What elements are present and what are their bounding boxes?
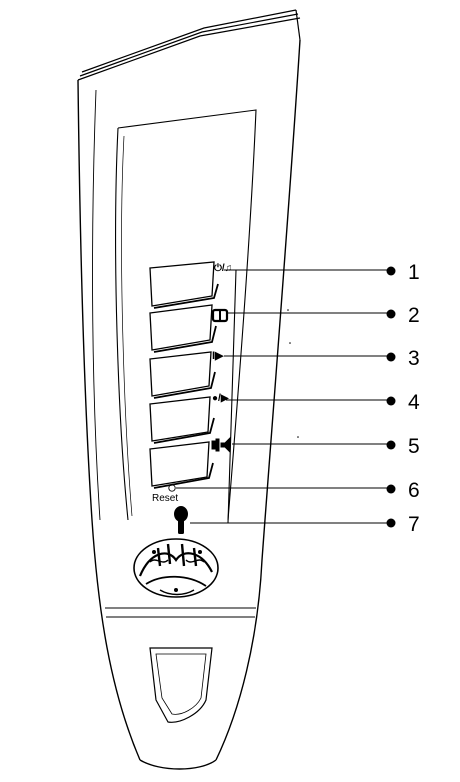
- specks: [287, 309, 299, 438]
- play-icon: I▶: [212, 350, 224, 362]
- power-music-icon: ⏻/♫: [214, 263, 233, 274]
- callout-dot-6: [386, 484, 396, 494]
- book-icon: [211, 308, 229, 323]
- callout-dot-1: [386, 266, 396, 276]
- callout-number-4: 4: [408, 391, 420, 414]
- record-play-icon: ●/▶: [212, 393, 229, 404]
- callout-dot-4: [386, 396, 396, 406]
- pen-tip-sensor: [174, 506, 188, 534]
- button-2-book[interactable]: [149, 304, 217, 353]
- callout-number-1: 1: [408, 261, 420, 284]
- volume-icon: [211, 436, 231, 454]
- callout-dot-3: [386, 352, 396, 362]
- callout-dot-2: [386, 309, 396, 319]
- callout-number-2: 2: [408, 304, 420, 327]
- lower-window: [149, 647, 213, 723]
- callout-number-6: 6: [408, 479, 420, 502]
- button-4-record[interactable]: [149, 396, 215, 444]
- callout-number-3: 3: [408, 347, 420, 370]
- callout-lines: [176, 266, 396, 528]
- reset-label: Reset: [152, 493, 179, 504]
- callout-dot-5: [386, 440, 396, 450]
- button-1-power[interactable]: [149, 261, 219, 309]
- callout-number-5: 5: [408, 435, 420, 458]
- reset-hole[interactable]: [168, 484, 176, 492]
- pen-body: [77, 39, 301, 770]
- button-5-volume[interactable]: [149, 441, 214, 489]
- quran-calligraphy-emblem: [133, 538, 219, 598]
- pen-cap-top: [77, 9, 301, 81]
- callout-number-7: 7: [408, 513, 420, 536]
- button-3-play[interactable]: [149, 351, 216, 399]
- callout-dot-7: [386, 518, 396, 528]
